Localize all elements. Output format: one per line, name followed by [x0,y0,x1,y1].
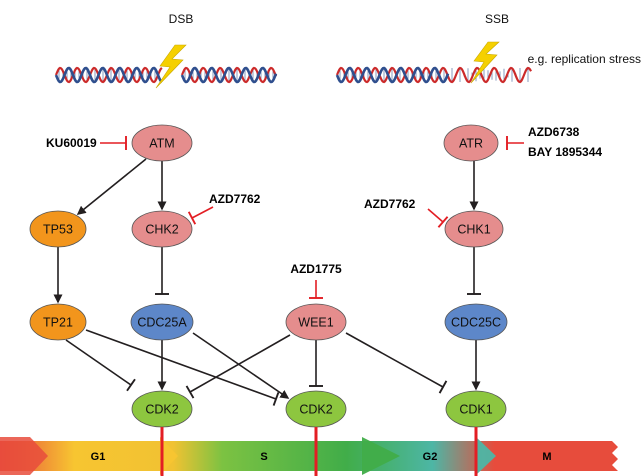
pathway-edges [53,136,524,406]
edge-azd7762-inhibits-chk1 [427,208,444,223]
edge-tp21-inhibits-cdk2-bar [126,378,136,392]
edge-azd7762-inhibits-chk2 [191,206,214,219]
pathway-nodes: ATM ATR TP53 CHK2 CHK1 TP21 CDC25A WEE1 … [29,124,508,428]
edge-tp21-inhibits-cdk2-mid-bar [272,392,280,406]
node-atr-label: ATR [459,137,483,151]
edge-tp21-inhibits-cdk2 [65,339,132,386]
inhibitor-azd1775: AZD1775 [290,262,342,276]
phase-chevron-g1 [0,437,48,475]
edge-azd7762-inhibits-chk2-bar [187,211,197,225]
edge-wee1-inhibits-cdk1-bar [438,380,448,394]
inhibitor-ku60019: KU60019 [46,136,97,150]
ssb-label: SSB [485,12,509,26]
node-tp21 [29,303,87,341]
node-tp53-label: TP53 [43,223,73,237]
dna-strand [335,66,532,84]
node-chk2-label: CHK2 [145,223,178,237]
node-cdc25c [444,303,508,341]
node-atr [443,124,499,162]
dna-strand [54,66,163,84]
node-atm-label: ATM [149,137,174,151]
edge-wee1-inhibits-cdk2 [189,334,291,393]
edge-atm-to-tp53 [76,158,147,215]
ssb-note: e.g. replication stress [528,52,641,66]
phase-chevron-m [476,437,496,475]
lightning-bolt-icon [155,44,187,89]
node-cdk1-label: CDK1 [459,403,492,417]
node-atm [131,124,193,162]
dna-helix-right-fragment [180,66,278,84]
phase-label-g1: G1 [91,451,106,463]
phase-label-g2: G2 [423,451,438,463]
edge-azd7762-inhibits-chk1-bar [437,216,449,228]
phase-chevron-s [160,437,178,475]
node-tp21-label: TP21 [43,316,73,330]
dna-strand [180,66,278,84]
node-cdc25a-label: CDC25A [137,316,187,330]
cell-cycle-band-arrow [0,441,618,471]
edge-cdc25a-to-cdk2-mid [192,332,290,399]
node-cdc25c-label: CDC25C [451,316,501,330]
dna-helix-single-strand-break [335,66,532,84]
dna-strand [180,66,278,84]
edge-wee1-inhibits-cdk2-bar [185,385,195,399]
cell-cycle-band: G1 S G2 M [0,427,618,476]
node-cdc25a [130,303,194,341]
node-tp53 [29,210,87,248]
dna-strand [335,66,450,84]
inhibitor-bay1895344: BAY 1895344 [528,145,602,159]
inhibitor-azd7762-chk1: AZD7762 [364,197,416,211]
node-chk1 [444,210,504,248]
node-chk2 [131,210,193,248]
lightning-bolt-icon [470,41,500,84]
phase-chevron-g2 [362,437,400,475]
node-cdk2-left-label: CDK2 [145,403,178,417]
dna-helix-left-fragment [54,66,163,84]
edge-tp21-inhibits-cdk2-mid [85,329,277,400]
node-chk1-label: CHK1 [457,223,490,237]
phase-label-m: M [542,451,551,463]
inhibitor-azd6738: AZD6738 [528,125,580,139]
edge-wee1-inhibits-cdk1 [345,332,444,388]
dsb-label: DSB [169,12,194,26]
phase-label-s: S [260,451,267,463]
node-cdk2-mid-label: CDK2 [299,403,332,417]
node-wee1-label: WEE1 [298,316,333,330]
inhibitor-azd7762-chk2: AZD7762 [209,192,261,206]
node-wee1 [285,303,347,341]
